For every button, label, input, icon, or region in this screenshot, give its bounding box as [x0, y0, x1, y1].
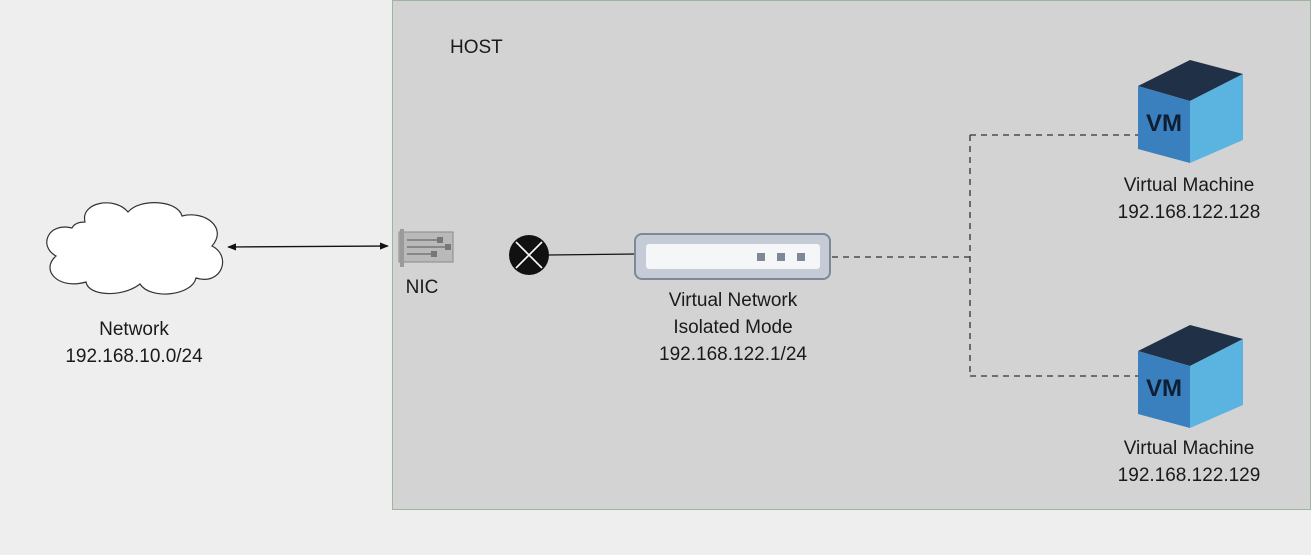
vm-name: Virtual Machine — [1123, 438, 1255, 459]
bridge-link — [548, 253, 637, 256]
virtual-network-address: 192.168.122.1/24 — [659, 344, 807, 365]
vm-address: 192.168.122.128 — [1117, 202, 1261, 223]
virtual-network-label: Virtual Network Isolated Mode 192.168.12… — [659, 287, 807, 368]
vm-links — [832, 134, 1138, 377]
nic-label: NIC — [405, 277, 439, 298]
vm-badge: VM — [1146, 375, 1182, 402]
virtual-switch-icon — [634, 233, 831, 280]
host-label: HOST — [450, 37, 503, 58]
vm-label: Virtual Machine 192.168.122.128 — [1118, 172, 1261, 226]
vm-icon: VM — [1138, 60, 1243, 163]
uplink-arrow — [227, 242, 389, 251]
vm-address: 192.168.122.129 — [1117, 465, 1261, 486]
network-subnet: 192.168.10.0/24 — [65, 346, 203, 367]
vm-badge: VM — [1146, 110, 1182, 137]
vm-name: Virtual Machine — [1123, 175, 1255, 196]
virtual-network-name: Virtual Network — [668, 290, 798, 311]
network-label: Network 192.168.10.0/24 — [65, 316, 202, 370]
nic-icon — [398, 229, 454, 267]
vm-icon: VM — [1138, 325, 1243, 428]
vm-label: Virtual Machine 192.168.122.129 — [1118, 435, 1261, 489]
network-name: Network — [99, 319, 169, 340]
network-cloud-icon — [46, 202, 224, 295]
disconnected-link-icon — [509, 235, 549, 275]
virtual-network-mode: Isolated Mode — [673, 317, 793, 338]
